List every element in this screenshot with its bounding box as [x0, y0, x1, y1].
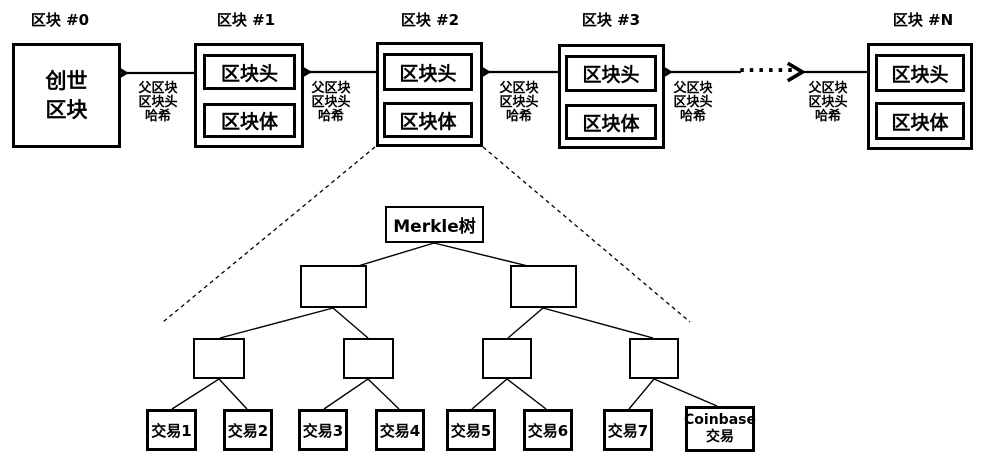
merkle-leaf-tx5: 交易5 — [446, 409, 496, 451]
block-1-label: 区块 #1 — [216, 11, 276, 29]
block-2-label: 区块 #2 — [400, 11, 460, 29]
merkle-node-1 — [193, 338, 245, 379]
merkle-leaf-tx4: 交易4 — [375, 409, 425, 451]
block-1-header: 区块头 — [203, 54, 296, 90]
genesis-block: 创世 区块 — [12, 43, 121, 148]
merkle-node-left — [300, 265, 367, 308]
parent-hash-label-4: 父区块 区块头 哈希 — [673, 81, 713, 124]
block-n-body: 区块体 — [875, 102, 965, 140]
block-2-body: 区块体 — [383, 102, 473, 138]
merkle-leaf-coinbase: Coinbase 交易 — [684, 406, 756, 452]
merkle-node-3 — [482, 338, 532, 379]
parent-hash-label-2: 父区块 区块头 哈希 — [311, 81, 351, 124]
block-3-header: 区块头 — [565, 55, 657, 92]
parent-hash-label-5: 父区块 区块头 哈希 — [808, 81, 848, 124]
merkle-leaf-tx1: 交易1 — [146, 409, 197, 451]
merkle-leaf-tx7: 交易7 — [603, 409, 653, 451]
block-n-label: 区块 #N — [892, 11, 954, 29]
parent-hash-label-1: 父区块 区块头 哈希 — [138, 81, 178, 124]
merkle-leaf-tx6: 交易6 — [523, 409, 573, 451]
parent-hash-arrows — [109, 61, 872, 84]
chain-ellipsis: ······ — [738, 58, 796, 82]
merkle-leaf-tx2: 交易2 — [223, 409, 273, 451]
block-3-body: 区块体 — [565, 104, 657, 140]
block-3-label: 区块 #3 — [581, 11, 641, 29]
merkle-node-2 — [343, 338, 394, 379]
merkle-node-right — [510, 265, 577, 308]
block-0-label: 区块 #0 — [30, 11, 90, 29]
block-2-header: 区块头 — [383, 53, 473, 91]
merkle-tree-edges — [171, 242, 718, 410]
merkle-node-4 — [629, 338, 679, 379]
merkle-root: Merkle树 — [385, 206, 484, 243]
merkle-leaf-tx3: 交易3 — [298, 409, 348, 451]
block-body-expansion-dashes — [162, 146, 691, 323]
parent-hash-label-3: 父区块 区块头 哈希 — [499, 81, 539, 124]
block-1-body: 区块体 — [203, 103, 296, 138]
block-n-header: 区块头 — [875, 54, 965, 92]
